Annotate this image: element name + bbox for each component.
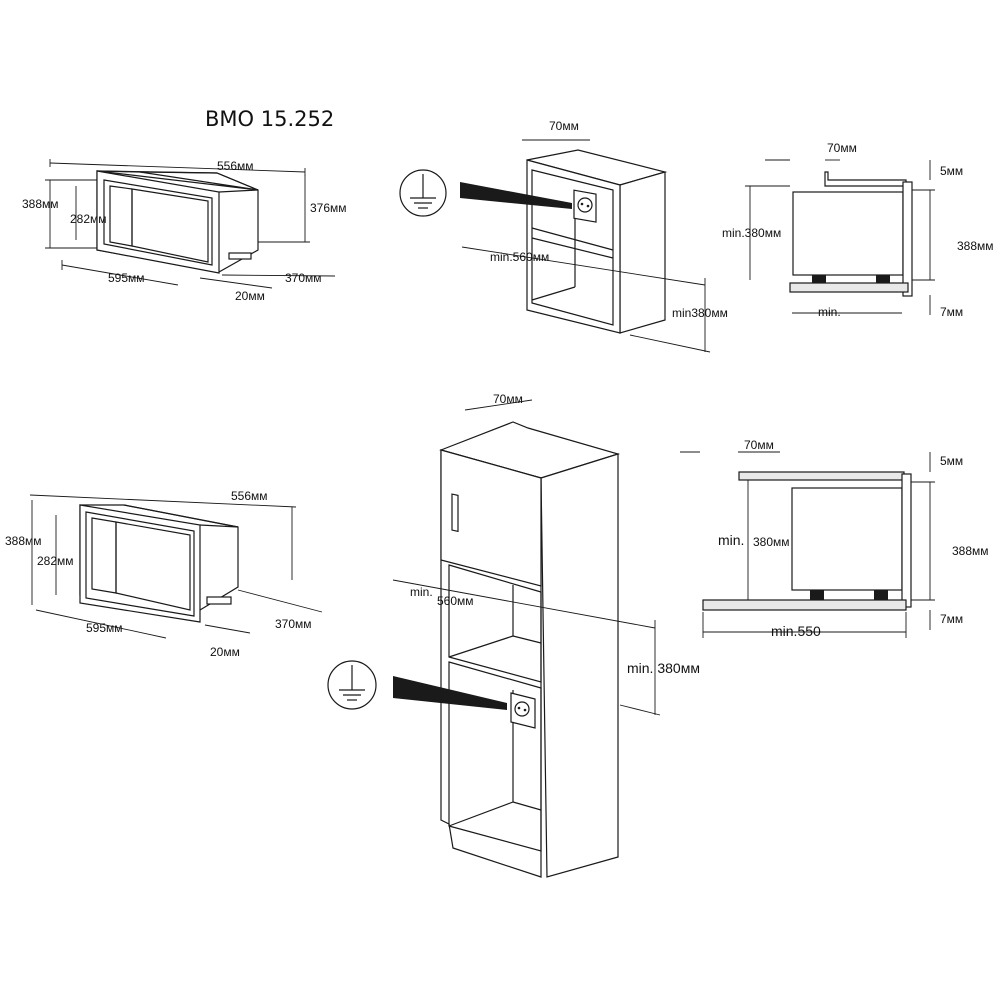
dim-height-min-r: min.380мм bbox=[722, 226, 781, 240]
dim-width-min-br: min.550 bbox=[771, 623, 821, 639]
dim-top-gap: 70мм bbox=[549, 119, 579, 133]
microwave-3d-top bbox=[96, 170, 259, 274]
dim-height-r: 388мм bbox=[957, 239, 994, 253]
dim-width-back: 556мм bbox=[217, 159, 254, 173]
dim-height-min-value-br: 380мм bbox=[753, 535, 790, 549]
bottom-middle-dimensions: 70мм min. 560мм min. 380мм bbox=[392, 392, 700, 716]
tall-cabinet bbox=[393, 421, 621, 878]
cabinet-top bbox=[460, 149, 668, 334]
dim-top-gap-br: 70мм bbox=[744, 438, 774, 452]
earth-symbol-top bbox=[399, 169, 447, 217]
dim-width-min: min. bbox=[818, 305, 841, 319]
dim-inner-height-b: 282мм bbox=[37, 554, 74, 568]
dim-frame-b: 20мм bbox=[210, 645, 240, 659]
dim-height-min-bm: min. 380мм bbox=[627, 660, 700, 676]
earth-symbol-bottom bbox=[327, 660, 377, 710]
dim-top-offset: 5мм bbox=[940, 164, 963, 178]
dim-inner-height: 282мм bbox=[70, 212, 107, 226]
top-left-dimensions: 556мм 388мм 282мм 376мм 595мм 370мм 20мм bbox=[22, 159, 347, 303]
side-section-top bbox=[789, 171, 913, 297]
dim-depth-min: min.560мм bbox=[490, 250, 549, 264]
bottom-left-dimensions: 556мм 388мм 282мм 595мм 370мм 20мм bbox=[5, 489, 323, 659]
dim-top-gap-bm: 70мм bbox=[493, 392, 523, 406]
microwave-3d-bottom bbox=[79, 504, 239, 623]
dim-depth: 370мм bbox=[285, 271, 322, 285]
dim-top-offset-br: 5мм bbox=[940, 454, 963, 468]
model-title: BMO 15.252 bbox=[205, 107, 334, 131]
dim-height-b: 388мм bbox=[5, 534, 42, 548]
dim-height-min-label-br: min. bbox=[718, 532, 744, 548]
bottom-right-dimensions: 70мм 5мм min. 380мм 388мм 7мм min.550 bbox=[680, 438, 989, 639]
dim-width-front-b: 595мм bbox=[86, 621, 123, 635]
dim-side-height: 376мм bbox=[310, 201, 347, 215]
dim-bottom-offset: 7мм bbox=[940, 305, 963, 319]
top-middle-dimensions: 70мм min.560мм min380мм bbox=[461, 119, 728, 353]
dim-bottom-offset-br: 7мм bbox=[940, 612, 963, 626]
dim-width-back-b: 556мм bbox=[231, 489, 268, 503]
dim-height-min: min380мм bbox=[672, 306, 728, 320]
dim-depth-b: 370мм bbox=[275, 617, 312, 631]
dim-top-gap-r: 70мм bbox=[827, 141, 857, 155]
dim-depth-value: 560мм bbox=[437, 594, 474, 608]
dim-height: 388мм bbox=[22, 197, 59, 211]
dim-height-br: 388мм bbox=[952, 544, 989, 558]
dim-width-front: 595мм bbox=[108, 271, 145, 285]
top-right-dimensions: 70мм 5мм min.380мм 388мм 7мм min. bbox=[722, 141, 994, 319]
dim-frame: 20мм bbox=[235, 289, 265, 303]
dim-depth-min-label: min. bbox=[410, 585, 433, 599]
side-section-bottom bbox=[702, 471, 912, 611]
